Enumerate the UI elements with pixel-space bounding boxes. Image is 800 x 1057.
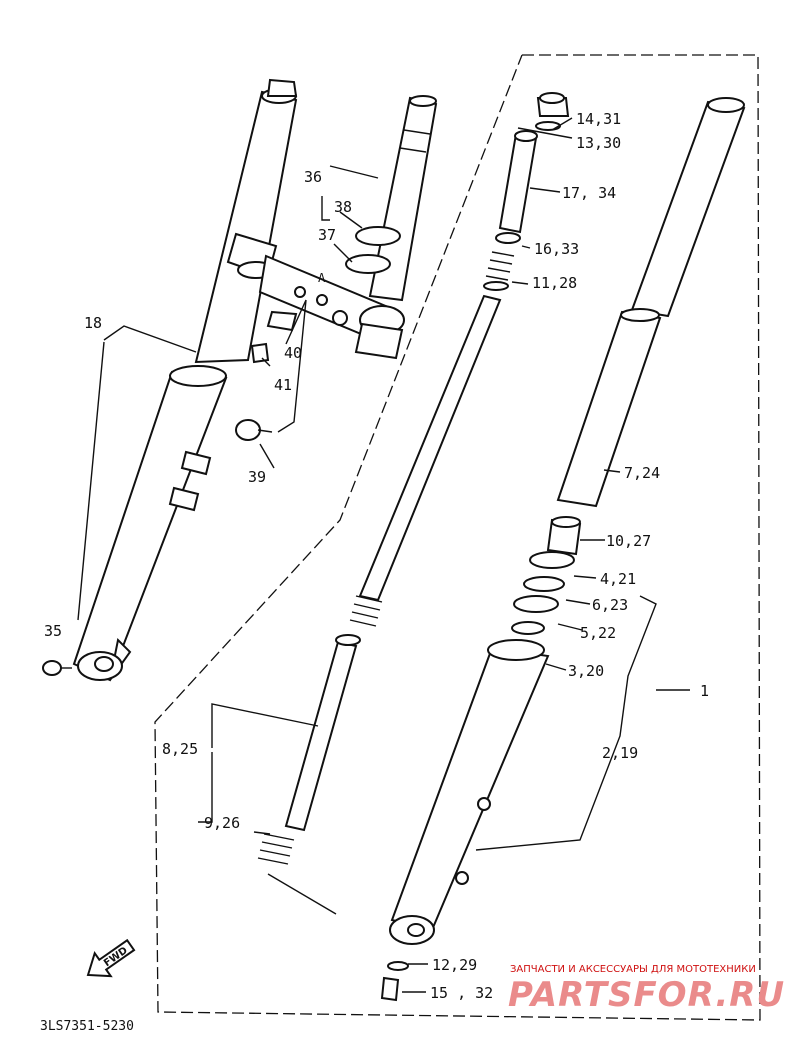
diagram-code: 3LS7351-5230	[40, 1019, 134, 1034]
callout-labels: 1 2,19 3,20 4,21 5,22 6,23 7,24 8,25 9,2…	[44, 110, 709, 1002]
callout-1: 1	[700, 682, 709, 700]
assembly-boundary	[154, 54, 761, 1021]
callout-10-27: 10,27	[606, 532, 651, 550]
callout-4-21: 4,21	[600, 570, 636, 588]
mark-a: A	[318, 271, 326, 285]
callout-40: 40	[284, 344, 302, 362]
callout-14-31: 14,31	[576, 110, 621, 128]
leader-lines	[77, 117, 690, 993]
callout-37: 37	[318, 226, 336, 244]
watermark-tagline: ЗАПЧАСТИ И АКСЕССУАРЫ ДЛЯ МОТОТЕХНИКИ	[510, 964, 756, 975]
callout-11-28: 11,28	[532, 274, 577, 292]
callout-39: 39	[248, 468, 266, 486]
callout-13-30: 13,30	[576, 134, 621, 152]
callout-3-20: 3,20	[568, 662, 604, 680]
callout-7-24: 7,24	[624, 464, 660, 482]
watermark-brand: PARTSFOR.RU	[508, 975, 785, 1015]
outer-tube-and-slider	[380, 97, 746, 1002]
callout-12-29: 12,29	[432, 956, 477, 974]
fwd-arrow-icon: FWD	[86, 938, 136, 978]
callout-8-25: 8,25	[162, 740, 198, 758]
steering-stem-bracket	[226, 95, 438, 441]
callout-5-22: 5,22	[580, 624, 616, 642]
assembled-fork-leg	[42, 78, 298, 682]
callout-35: 35	[44, 622, 62, 640]
callout-41: 41	[274, 376, 292, 394]
callout-6-23: 6,23	[592, 596, 628, 614]
callout-18: 18	[84, 314, 102, 332]
callout-36: 36	[304, 168, 322, 186]
callout-15-32: 15 , 32	[430, 984, 493, 1002]
callout-38: 38	[334, 198, 352, 216]
callout-9-26: 9,26	[204, 814, 240, 832]
callout-2-19: 2,19	[602, 744, 638, 762]
callout-17-34: 17, 34	[562, 184, 616, 202]
callout-16-33: 16,33	[534, 240, 579, 258]
damper-rod-assembly	[257, 92, 570, 865]
